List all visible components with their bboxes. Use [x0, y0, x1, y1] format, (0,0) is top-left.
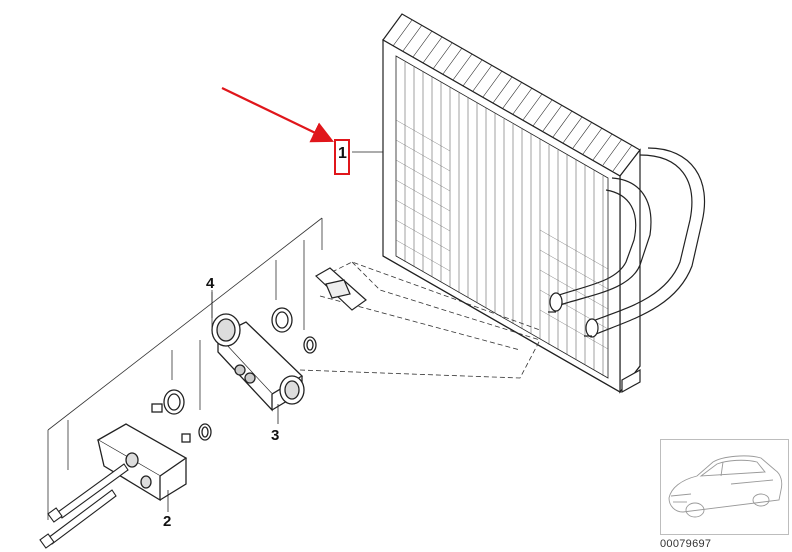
gasket-plate [314, 267, 367, 311]
evaporator-pipes [548, 147, 706, 338]
callout-expansion-valve[interactable]: 3 [271, 427, 280, 444]
callout-flange[interactable]: 2 [163, 513, 172, 530]
assembly-leader-frame [47, 217, 323, 520]
flange-block [96, 403, 191, 502]
car-thumbnail-icon [668, 455, 783, 518]
callout-gasket[interactable]: 4 [206, 275, 215, 292]
diagram-reference-number: 00079697 [660, 538, 712, 550]
callout-1-highlight [334, 139, 350, 175]
o-ring-seals [163, 307, 317, 441]
callout-evaporator[interactable]: 1 [338, 145, 347, 162]
mounting-bolts [39, 463, 129, 549]
car-thumbnail [660, 439, 789, 535]
expansion-valve [211, 313, 305, 412]
evaporator-core [382, 13, 641, 394]
red-arrow-icon [221, 87, 334, 143]
